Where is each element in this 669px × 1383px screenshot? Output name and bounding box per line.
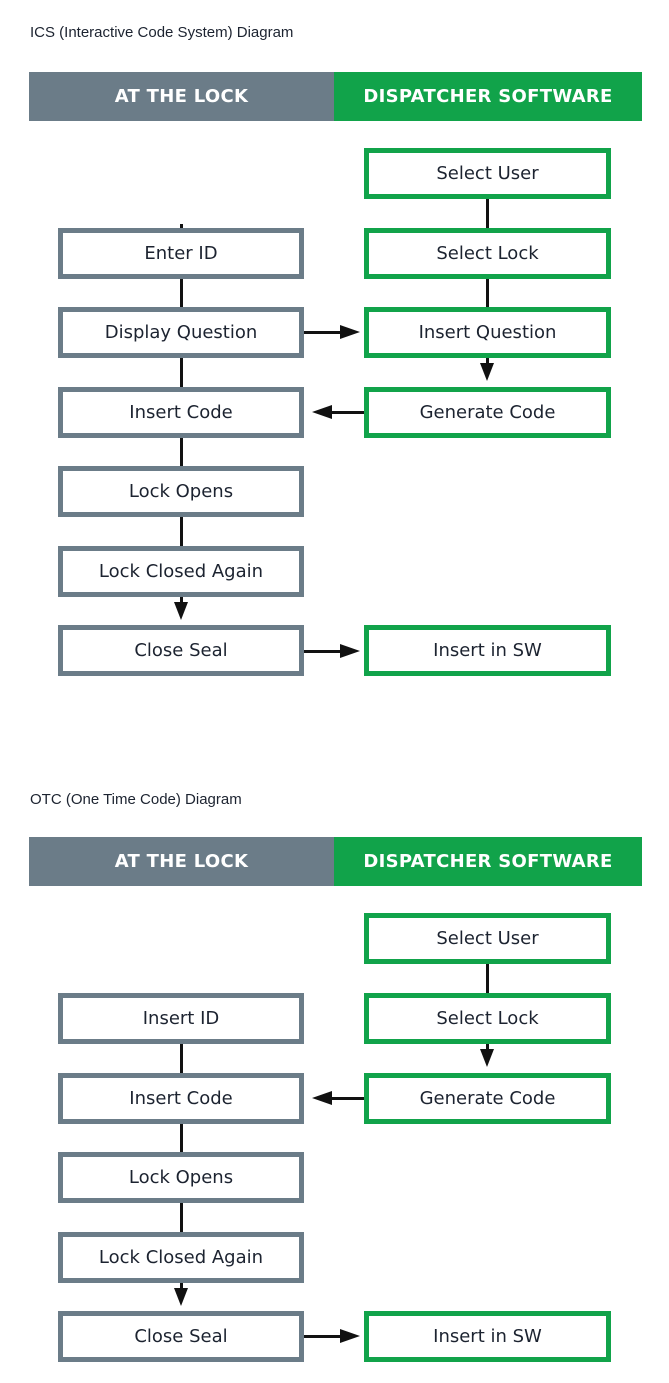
ics-connector-generate-code-to-insert-code — [330, 411, 364, 414]
ics-connector-close-seal-to-insert-in-sw — [304, 650, 344, 653]
otc-connector-select-user-select-lock — [486, 964, 489, 993]
otc-step-close-seal: Close Seal — [58, 1311, 304, 1362]
otc-connector-insert-id-insert-code — [180, 1044, 183, 1073]
otc-arrow-right-insert-in-sw — [340, 1329, 360, 1343]
ics-arrow-right-insert-question — [340, 325, 360, 339]
ics-arrow-left-insert-code — [312, 405, 332, 419]
ics-step-insert-question: Insert Question — [364, 307, 611, 358]
ics-step-lock-closed-again: Lock Closed Again — [58, 546, 304, 597]
otc-connector-generate-code-to-insert-code — [330, 1097, 364, 1100]
otc-arrow-down-close-seal — [174, 1288, 188, 1306]
otc-connector-lock-opens-lock-closed — [180, 1203, 183, 1233]
ics-connector-select-user-select-lock — [486, 199, 489, 228]
ics-connector-enter-id-display-question — [180, 279, 183, 308]
otc-connector-lock-closed-close-seal — [180, 1282, 183, 1290]
ics-step-lock-opens: Lock Opens — [58, 466, 304, 517]
ics-step-close-seal: Close Seal — [58, 625, 304, 676]
ics-header-dispatcher-software: DISPATCHER SOFTWARE — [334, 72, 642, 121]
otc-step-generate-code: Generate Code — [364, 1073, 611, 1124]
otc-caption: OTC (One Time Code) Diagram — [30, 791, 242, 808]
otc-arrow-down-generate-code — [480, 1049, 494, 1067]
ics-connector-select-lock-insert-question — [486, 279, 489, 308]
ics-arrow-down-close-seal — [174, 602, 188, 620]
ics-connector-display-question-to-insert-question — [304, 331, 344, 334]
ics-step-select-lock: Select Lock — [364, 228, 611, 279]
ics-header-at-the-lock: AT THE LOCK — [29, 72, 334, 121]
otc-step-select-lock: Select Lock — [364, 993, 611, 1044]
ics-arrow-right-insert-in-sw — [340, 644, 360, 658]
otc-connector-select-lock-generate-code — [486, 1044, 489, 1052]
otc-connector-insert-code-lock-opens — [180, 1123, 183, 1153]
ics-connector-display-question-insert-code — [180, 358, 183, 388]
otc-step-lock-closed-again: Lock Closed Again — [58, 1232, 304, 1283]
ics-connector-insert-question-generate-code — [486, 358, 489, 366]
otc-step-lock-opens: Lock Opens — [58, 1152, 304, 1203]
ics-step-select-user: Select User — [364, 148, 611, 199]
otc-header-at-the-lock: AT THE LOCK — [29, 837, 334, 886]
ics-connector-lock-closed-close-seal — [180, 597, 183, 605]
otc-step-insert-code: Insert Code — [58, 1073, 304, 1124]
otc-arrow-left-insert-code — [312, 1091, 332, 1105]
otc-step-insert-in-sw: Insert in SW — [364, 1311, 611, 1362]
otc-step-insert-id: Insert ID — [58, 993, 304, 1044]
ics-caption: ICS (Interactive Code System) Diagram — [30, 24, 294, 41]
ics-step-display-question: Display Question — [58, 307, 304, 358]
ics-connector-insert-code-lock-opens — [180, 438, 183, 468]
ics-connector-lock-opens-lock-closed — [180, 517, 183, 547]
ics-step-insert-code: Insert Code — [58, 387, 304, 438]
otc-connector-close-seal-to-insert-in-sw — [304, 1335, 344, 1338]
ics-step-insert-in-sw: Insert in SW — [364, 625, 611, 676]
ics-step-generate-code: Generate Code — [364, 387, 611, 438]
otc-header-dispatcher-software: DISPATCHER SOFTWARE — [334, 837, 642, 886]
ics-arrow-down-generate-code — [480, 363, 494, 381]
ics-connector-stub — [180, 224, 183, 229]
ics-step-enter-id: Enter ID — [58, 228, 304, 279]
otc-step-select-user: Select User — [364, 913, 611, 964]
